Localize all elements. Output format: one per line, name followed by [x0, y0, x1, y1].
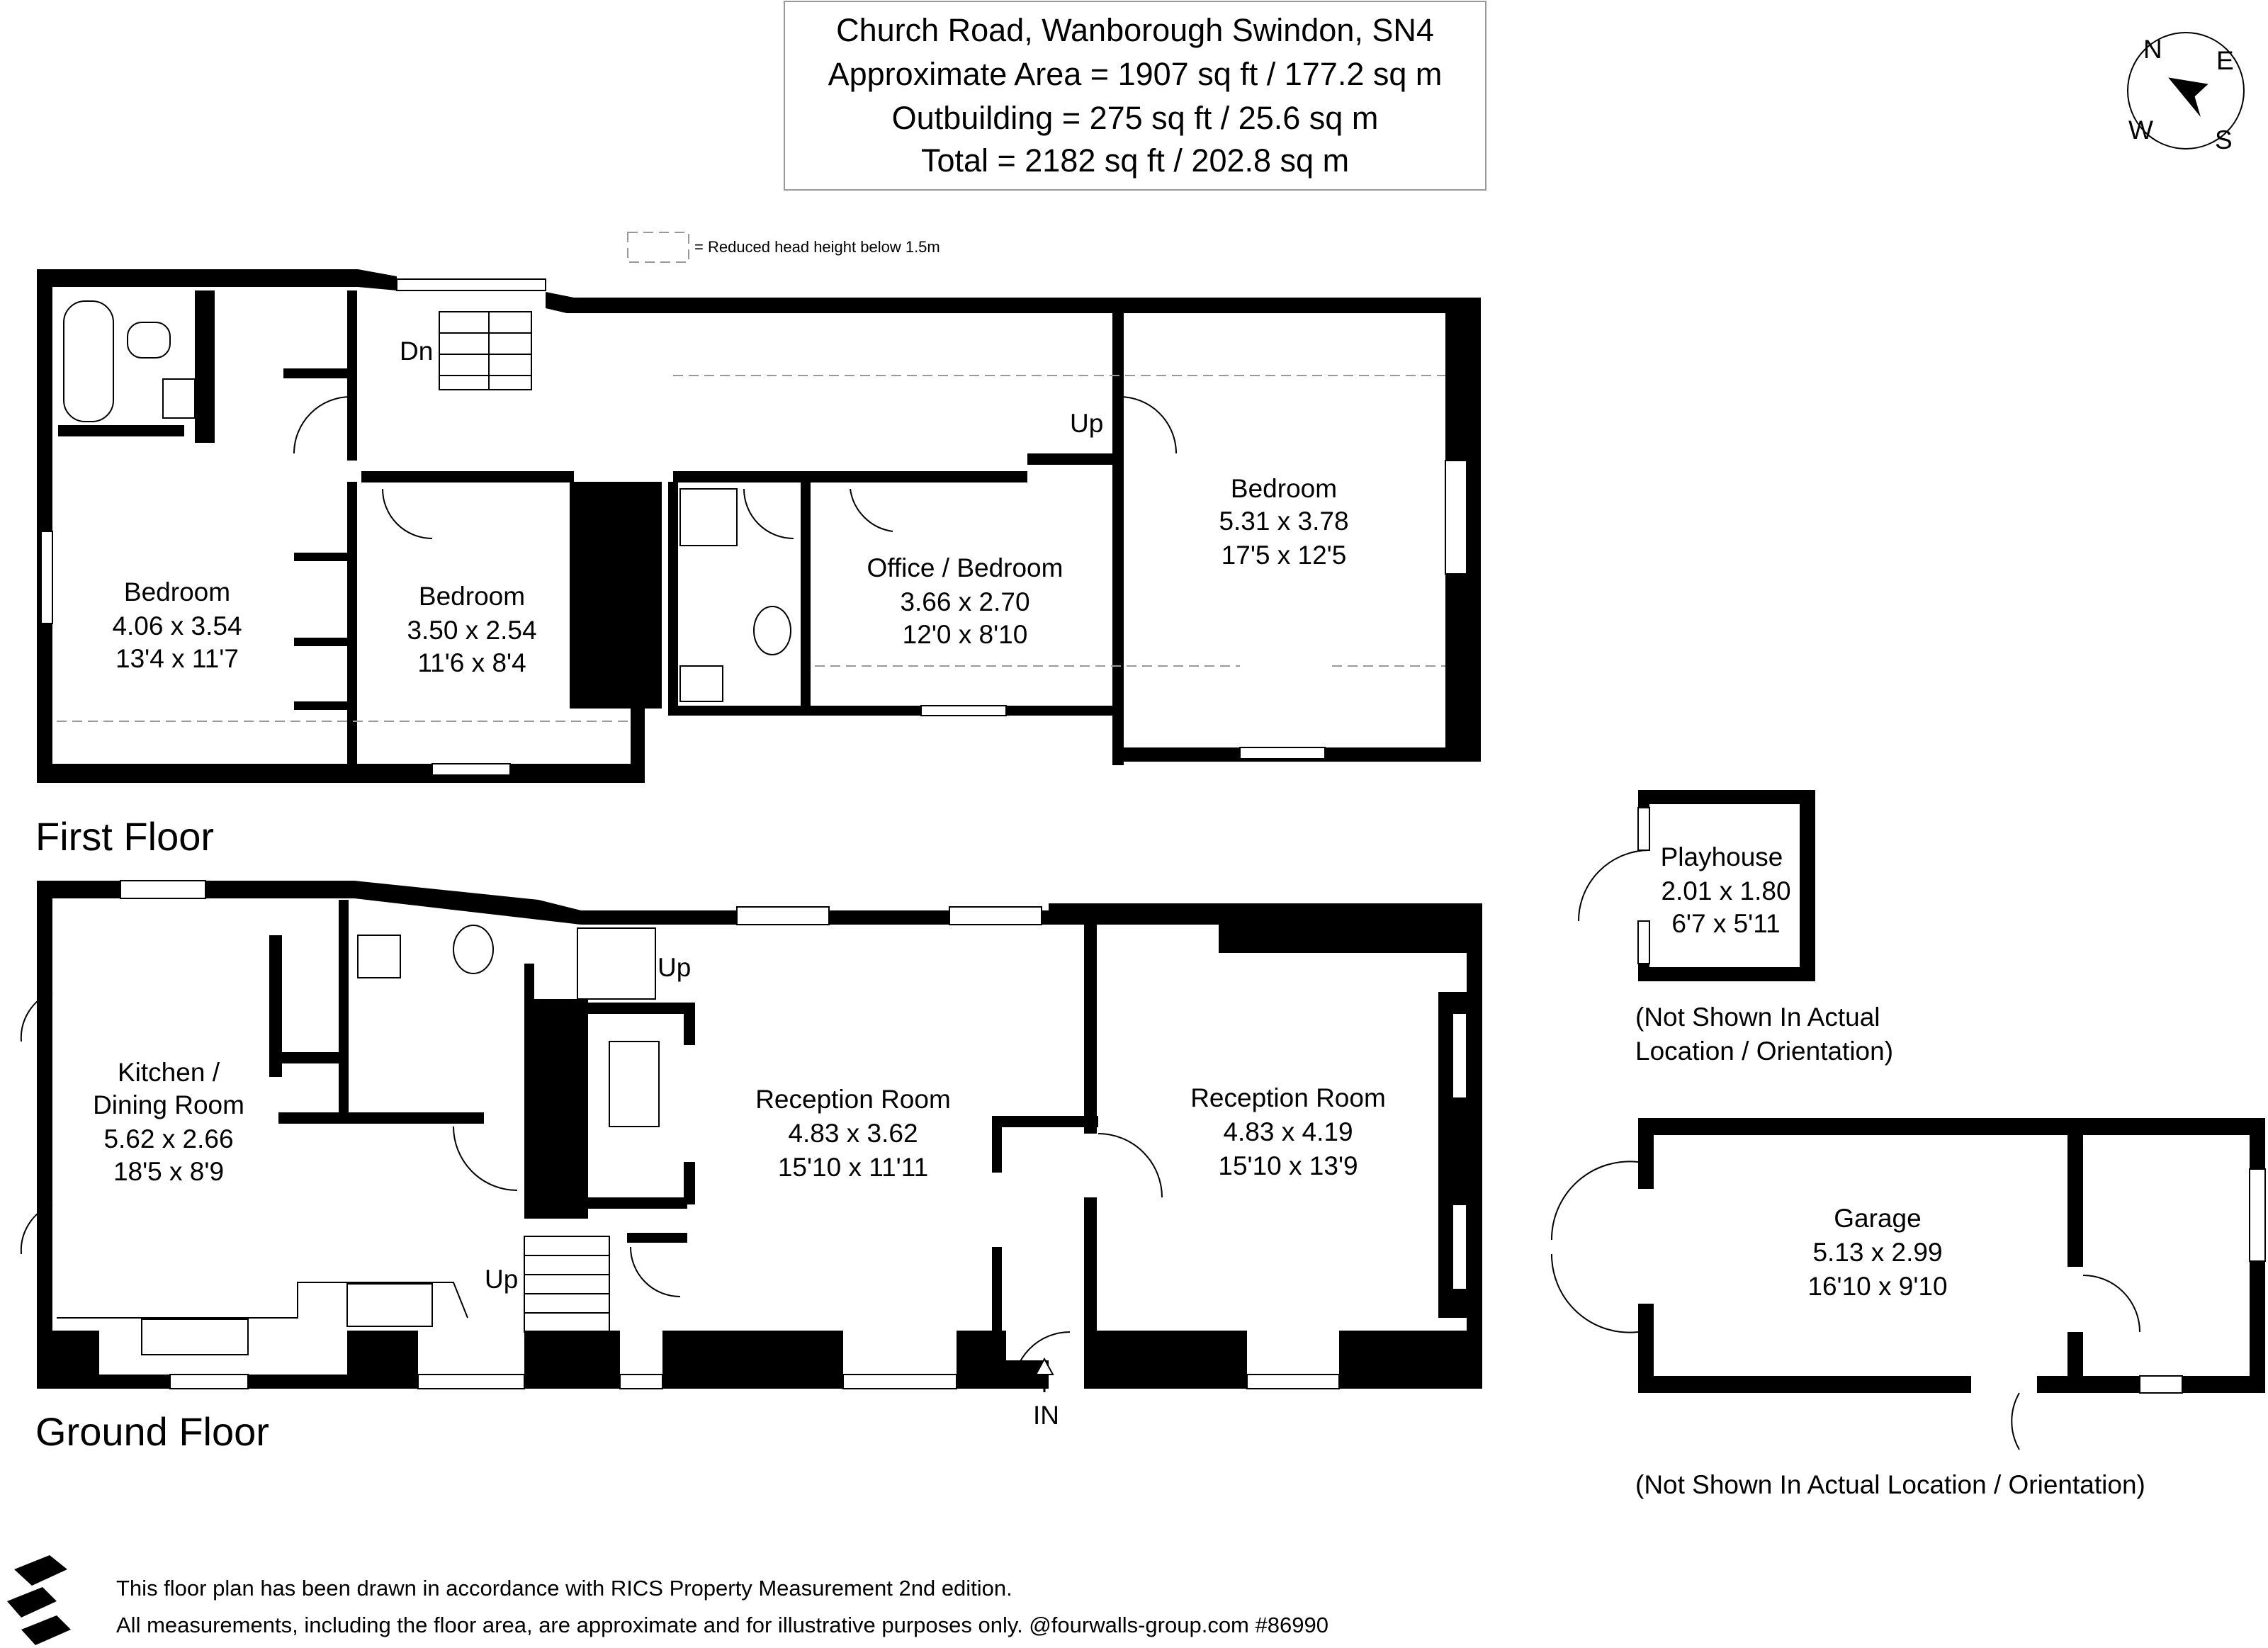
hob-icon	[346, 1283, 433, 1327]
toilet-icon-2	[753, 606, 791, 655]
compass-icon: N E S W	[2127, 32, 2245, 154]
kitchen-metric: 5.62 x 2.66	[103, 1124, 233, 1153]
first-floor-title: First Floor	[35, 814, 214, 859]
playhouse-plan: Playhouse 2.01 x 1.80 6'7 x 5'11	[1578, 790, 1815, 981]
stairs-up-label-1: Up	[658, 953, 691, 982]
playhouse-note-1: (Not Shown In Actual	[1635, 1003, 1880, 1032]
playhouse-name: Playhouse	[1661, 842, 1783, 871]
header-address: Church Road, Wanborough Swindon, SN4	[836, 12, 1434, 48]
basin-icon-3	[357, 935, 401, 978]
window	[1452, 1204, 1467, 1290]
playhouse-metric: 2.01 x 1.80	[1661, 876, 1790, 905]
reception2-name: Reception Room	[1190, 1083, 1386, 1112]
window	[842, 1374, 957, 1389]
header-area: Approximate Area = 1907 sq ft / 177.2 sq…	[828, 56, 1443, 92]
bedroom1-metric: 4.06 x 3.54	[112, 611, 242, 640]
playhouse-imperial: 6'7 x 5'11	[1671, 909, 1780, 938]
garage-name: Garage	[1834, 1204, 1921, 1233]
window	[1445, 460, 1467, 575]
window	[417, 1374, 525, 1389]
bedroom2-name: Bedroom	[419, 582, 525, 611]
fireplace-icon	[609, 1041, 660, 1127]
compass-s: S	[2215, 125, 2233, 154]
kitchen-name-1: Kitchen /	[118, 1058, 220, 1087]
reception2-imperial: 15'10 x 13'9	[1218, 1151, 1358, 1180]
reception1-name: Reception Room	[755, 1085, 951, 1114]
legend-dashed-box	[627, 232, 689, 263]
toilet-icon-3	[453, 925, 494, 974]
footer-line-1: This floor plan has been drawn in accord…	[116, 1576, 1012, 1601]
stairs-up-label: Up	[1070, 409, 1103, 438]
window	[1637, 920, 1650, 964]
reception2-metric: 4.83 x 4.19	[1223, 1117, 1353, 1146]
bath-icon	[63, 300, 114, 422]
office-name: Office / Bedroom	[867, 553, 1064, 582]
window	[169, 1374, 249, 1389]
bedroom3-name: Bedroom	[1231, 474, 1337, 503]
kitchen-imperial: 18'5 x 8'9	[113, 1157, 224, 1186]
bedroom1-name: Bedroom	[124, 577, 230, 606]
ground-floor-plan: Kitchen / Dining Room 5.62 x 2.66 18'5 x…	[20, 880, 1482, 1430]
window	[396, 278, 546, 291]
basin-icon	[162, 378, 196, 419]
compass-w: W	[2128, 115, 2153, 145]
sink-icon	[141, 1319, 249, 1355]
playhouse-note-2: Location / Orientation)	[1635, 1037, 1893, 1066]
kitchen-name-2: Dining Room	[93, 1090, 244, 1119]
window	[1239, 747, 1326, 760]
first-floor-plan: Bedroom 4.06 x 3.54 13'4 x 11'7 Bedroom …	[37, 269, 1481, 783]
header-box: Church Road, Wanborough Swindon, SN4 App…	[784, 1, 1486, 191]
toilet-icon	[127, 322, 171, 359]
bedroom2-metric: 3.50 x 2.54	[407, 616, 536, 645]
compass-e: E	[2216, 46, 2234, 75]
ground-floor-stairs	[524, 927, 656, 1333]
first-floor-stairs	[439, 311, 532, 390]
bedroom1-imperial: 13'4 x 11'7	[115, 644, 239, 673]
window	[120, 880, 206, 899]
garage-plan: Garage 5.13 x 2.99 16'10 x 9'10	[1550, 1118, 2266, 1450]
window	[736, 906, 830, 925]
stairs-dn-label: Dn	[400, 337, 433, 366]
window	[1452, 1012, 1467, 1099]
shower-icon	[679, 488, 738, 546]
legend: = Reduced head height below 1.5m	[627, 232, 940, 263]
reception1-metric: 4.83 x 3.62	[788, 1119, 918, 1148]
bedroom3-imperial: 17'5 x 12'5	[1222, 541, 1347, 570]
header-total: Total = 2182 sq ft / 202.8 sq m	[921, 142, 1349, 179]
window	[2139, 1375, 2183, 1394]
window	[2249, 1168, 2266, 1262]
garage-imperial: 16'10 x 9'10	[1807, 1272, 1947, 1301]
window	[949, 906, 1042, 925]
window	[40, 531, 53, 624]
window	[1246, 1374, 1340, 1389]
ground-floor-title: Ground Floor	[35, 1409, 269, 1454]
reception1-imperial: 15'10 x 11'11	[778, 1153, 928, 1182]
bedroom3-metric: 5.31 x 3.78	[1219, 507, 1348, 536]
window	[920, 705, 1007, 716]
footer-line-2: All measurements, including the floor ar…	[116, 1613, 1328, 1637]
garage-metric: 5.13 x 2.99	[1812, 1238, 1942, 1267]
window	[619, 1374, 663, 1389]
fourwalls-logo	[7, 1555, 71, 1645]
stairs-up-label-2: Up	[485, 1265, 518, 1294]
header-outbuilding: Outbuilding = 275 sq ft / 25.6 sq m	[892, 100, 1379, 136]
garage-note: (Not Shown In Actual Location / Orientat…	[1635, 1470, 2145, 1499]
office-metric: 3.66 x 2.70	[900, 587, 1029, 616]
window	[1637, 807, 1650, 851]
first-floor-chimney	[570, 482, 662, 709]
entrance-label: IN	[1033, 1401, 1059, 1430]
bedroom2-imperial: 11'6 x 8'4	[417, 648, 526, 677]
office-imperial: 12'0 x 8'10	[903, 620, 1028, 649]
compass-n: N	[2143, 35, 2162, 64]
window	[431, 763, 511, 776]
basin-icon-2	[679, 665, 723, 702]
legend-text: = Reduced head height below 1.5m	[694, 238, 940, 256]
